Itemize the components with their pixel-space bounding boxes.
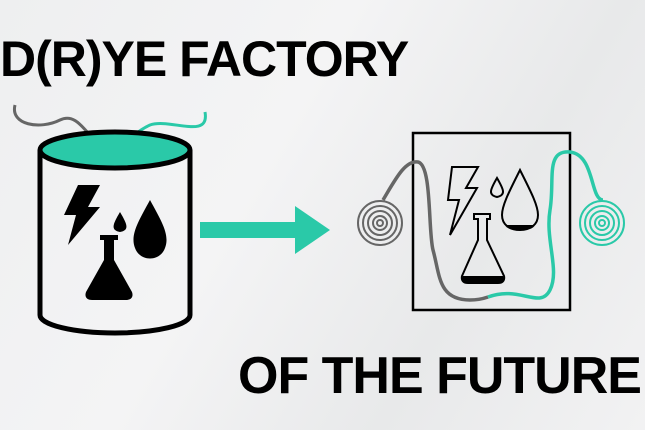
drop-outline-icon [500,167,540,232]
flask-outline-icon [460,213,506,284]
flask-icon [85,235,133,300]
dye-surface [37,129,193,171]
small-drop-icon [113,212,127,232]
title-top: D(R)YE FACTORY [0,31,409,87]
gray-spiral-icon [357,200,403,246]
dye-vat [13,104,207,336]
drop-icon [133,200,167,259]
lightning-outline-icon [446,166,480,236]
teal-spiral-icon [579,200,625,246]
small-drop-outline-icon [490,176,504,199]
factory-box [357,131,625,312]
arrow-icon [200,206,330,254]
title-bottom: OF THE FUTURE [238,347,642,405]
lightning-icon [64,185,100,245]
